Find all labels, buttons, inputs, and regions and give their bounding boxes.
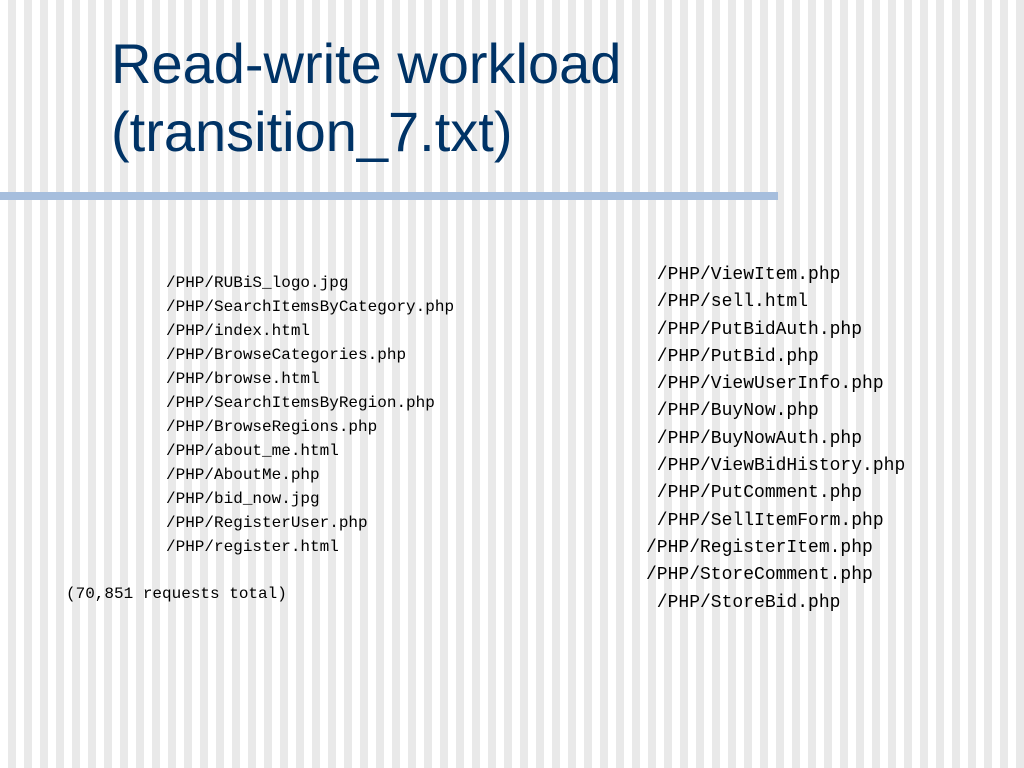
list-item: /PHP/browse.html: [166, 370, 320, 388]
list-item: /PHP/SellItemForm.php: [646, 510, 884, 531]
list-item: /PHP/ViewBidHistory.php: [646, 456, 906, 477]
list-item: /PHP/StoreComment.php: [646, 565, 873, 586]
title-underline-rule: [0, 192, 778, 200]
list-item: /PHP/SearchItemsByCategory.php: [166, 298, 455, 316]
list-item: /PHP/RegisterItem.php: [646, 537, 873, 558]
list-item: /PHP/PutBid.php: [646, 346, 819, 367]
list-item: /PHP/BuyNow.php: [646, 401, 819, 422]
slide-title-line-2: (transition_7.txt): [111, 100, 513, 163]
list-item: /PHP/RUBiS_logo.jpg: [166, 274, 349, 292]
list-item: /PHP/ViewItem.php: [646, 265, 841, 285]
list-item: /PHP/index.html: [166, 322, 311, 340]
list-item: /PHP/register.html: [166, 538, 339, 556]
list-item: /PHP/PutBidAuth.php: [646, 319, 863, 340]
list-item: /PHP/ViewUserInfo.php: [646, 374, 884, 395]
list-item: /PHP/SearchItemsByRegion.php: [166, 394, 435, 412]
list-item: /PHP/sell.html: [646, 292, 809, 313]
slide-title-line-1: Read-write workload: [111, 32, 622, 95]
list-item: /PHP/BuyNowAuth.php: [646, 428, 863, 449]
right-request-list: /PHP/ViewItem.php /PHP/sell.html /PHP/Pu…: [646, 262, 905, 617]
list-item: /PHP/BrowseRegions.php: [166, 418, 378, 436]
left-request-list: /PHP/RUBiS_logo.jpg /PHP/SearchItemsByCa…: [166, 271, 454, 559]
list-item: /PHP/StoreBid.php: [646, 592, 841, 613]
list-item: /PHP/RegisterUser.php: [166, 514, 368, 532]
slide-title: Read-write workload (transition_7.txt): [111, 30, 621, 166]
list-item: /PHP/PutComment.php: [646, 483, 863, 504]
list-item: /PHP/AboutMe.php: [166, 466, 320, 484]
request-total-note: (70,851 requests total): [66, 585, 287, 603]
list-item: /PHP/BrowseCategories.php: [166, 346, 407, 364]
list-item: /PHP/about_me.html: [166, 442, 339, 460]
list-item: /PHP/bid_now.jpg: [166, 490, 320, 508]
